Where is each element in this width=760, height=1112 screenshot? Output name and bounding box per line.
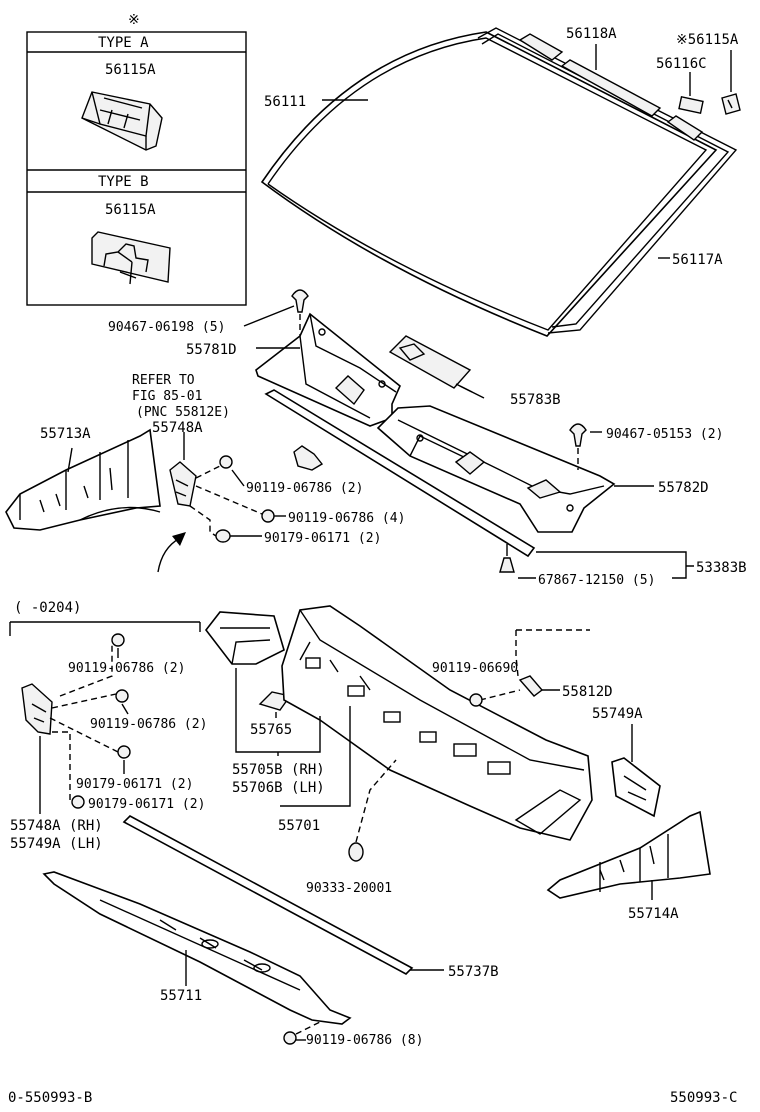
label-55706B: 55706B (LH) bbox=[232, 780, 325, 796]
bolt-90119-06786-c bbox=[111, 633, 125, 647]
leader bbox=[231, 469, 245, 487]
bracket-53383B bbox=[536, 551, 694, 579]
cowl-panel-55781D bbox=[255, 312, 401, 427]
clip-90467-06198 bbox=[291, 289, 309, 346]
label-55714A: 55714A bbox=[628, 906, 679, 922]
cowl-top-55701 bbox=[281, 605, 593, 841]
molding-56117A bbox=[477, 27, 738, 334]
molding-strips-56118A bbox=[518, 33, 704, 141]
label-90179-06171-2b: 90179-06171 (2) bbox=[76, 777, 193, 792]
label-55749A-lh: 55749A (LH) bbox=[10, 836, 103, 852]
label-55765: 55765 bbox=[250, 722, 292, 738]
label-refer-pnc: (PNC 55812E) bbox=[136, 405, 230, 420]
label-90467-06198: 90467-06198 (5) bbox=[108, 320, 225, 335]
inset-mark: ※ bbox=[128, 12, 140, 28]
nut-90179-06171-a bbox=[189, 505, 231, 543]
label-55748A: 55748A bbox=[152, 420, 203, 436]
label-55781D: 55781D bbox=[186, 342, 237, 358]
plug-90333-20001 bbox=[348, 842, 364, 862]
label-55701: 55701 bbox=[278, 818, 320, 834]
label-90467-05153: 90467-05153 (2) bbox=[606, 427, 723, 442]
bracket-lines bbox=[235, 668, 351, 807]
label-90119-06690: 90119-06690 bbox=[432, 661, 518, 676]
bolt-90119-06690 bbox=[469, 693, 483, 707]
label-55737B: 55737B bbox=[448, 964, 499, 980]
leader bbox=[243, 305, 295, 327]
leader bbox=[455, 383, 485, 399]
clip-56115A bbox=[721, 93, 741, 115]
label-56117A: 56117A bbox=[672, 252, 723, 268]
label-90119-06786-4: 90119-06786 (4) bbox=[288, 511, 405, 526]
clip-67867-12150 bbox=[499, 544, 515, 573]
bolt-90119-06786-b bbox=[195, 485, 275, 523]
type-a-part-number: 56115A bbox=[105, 62, 156, 78]
footer-left-code: 0-550993-B bbox=[8, 1090, 92, 1106]
cowl-panel-55782D bbox=[376, 405, 616, 533]
weatherstrip-53383B bbox=[264, 389, 536, 558]
strip-55737B bbox=[122, 815, 414, 975]
bolt-90119-06786-a bbox=[195, 455, 233, 479]
side-panel-55714A bbox=[546, 810, 711, 899]
label-55783B: 55783B bbox=[510, 392, 561, 408]
cover-55783B bbox=[388, 335, 473, 393]
label-refer-fig: FIG 85-01 bbox=[132, 389, 202, 404]
bracket-55748A-rh bbox=[21, 644, 119, 802]
label-56116C: 56116C bbox=[656, 56, 707, 72]
bracket-55748A bbox=[169, 461, 197, 507]
label-90333-20001: 90333-20001 bbox=[306, 881, 392, 896]
label-67867-12150: 67867-12150 (5) bbox=[538, 573, 655, 588]
label-55748A-rh: 55748A (RH) bbox=[10, 818, 103, 834]
label-55711: 55711 bbox=[160, 988, 202, 1004]
clip-type-a-illustration bbox=[81, 91, 163, 151]
label-range: ( -0204) bbox=[14, 600, 81, 616]
part-56116C bbox=[678, 96, 704, 114]
side-panel-55713A bbox=[5, 428, 161, 531]
bracket-55749A bbox=[611, 757, 661, 818]
footer-right-code: 550993-C bbox=[670, 1090, 737, 1106]
label-55812D: 55812D bbox=[562, 684, 613, 700]
inset-box: ※ TYPE A 56115A TYPE B 56115A bbox=[26, 12, 247, 306]
windshield-glass bbox=[260, 31, 718, 337]
bolt-90119-06786-d bbox=[115, 689, 129, 703]
nut-90179-06171-c bbox=[71, 795, 85, 809]
clip-90467-05153 bbox=[569, 423, 587, 470]
leader bbox=[67, 447, 73, 473]
leader bbox=[355, 759, 397, 843]
label-refer-to: REFER TO bbox=[132, 373, 195, 388]
bolt-90119-06786-e bbox=[283, 1021, 321, 1045]
clip-type-b-illustration bbox=[91, 231, 171, 285]
label-56118A: 56118A bbox=[566, 26, 617, 42]
label-90119-06786-2a: 90119-06786 (2) bbox=[246, 481, 363, 496]
label-56111: 56111 bbox=[264, 94, 306, 110]
label-56115A: ※56115A bbox=[676, 32, 739, 48]
label-53383B: 53383B bbox=[696, 560, 747, 576]
label-90119-06786-2c: 90119-06786 (2) bbox=[90, 717, 207, 732]
lower-panel-55711 bbox=[42, 871, 352, 1025]
label-90119-06786-8: 90119-06786 (8) bbox=[306, 1033, 423, 1048]
type-b-part-number: 56115A bbox=[105, 202, 156, 218]
label-55713A: 55713A bbox=[40, 426, 91, 442]
label-55782D: 55782D bbox=[658, 480, 709, 496]
bracket-55705B bbox=[204, 611, 285, 665]
nut-90179-06171-b bbox=[117, 745, 131, 759]
arrow-icon bbox=[157, 532, 186, 573]
label-90179-06171-2c: 90179-06171 (2) bbox=[88, 797, 205, 812]
type-b-heading: TYPE B bbox=[98, 174, 149, 190]
label-90179-06171-2a: 90179-06171 (2) bbox=[264, 531, 381, 546]
label-90119-06786-2b: 90119-06786 (2) bbox=[68, 661, 185, 676]
label-55749A: 55749A bbox=[592, 706, 643, 722]
label-55705B: 55705B (RH) bbox=[232, 762, 325, 778]
leader bbox=[121, 703, 129, 715]
type-a-heading: TYPE A bbox=[98, 35, 149, 51]
